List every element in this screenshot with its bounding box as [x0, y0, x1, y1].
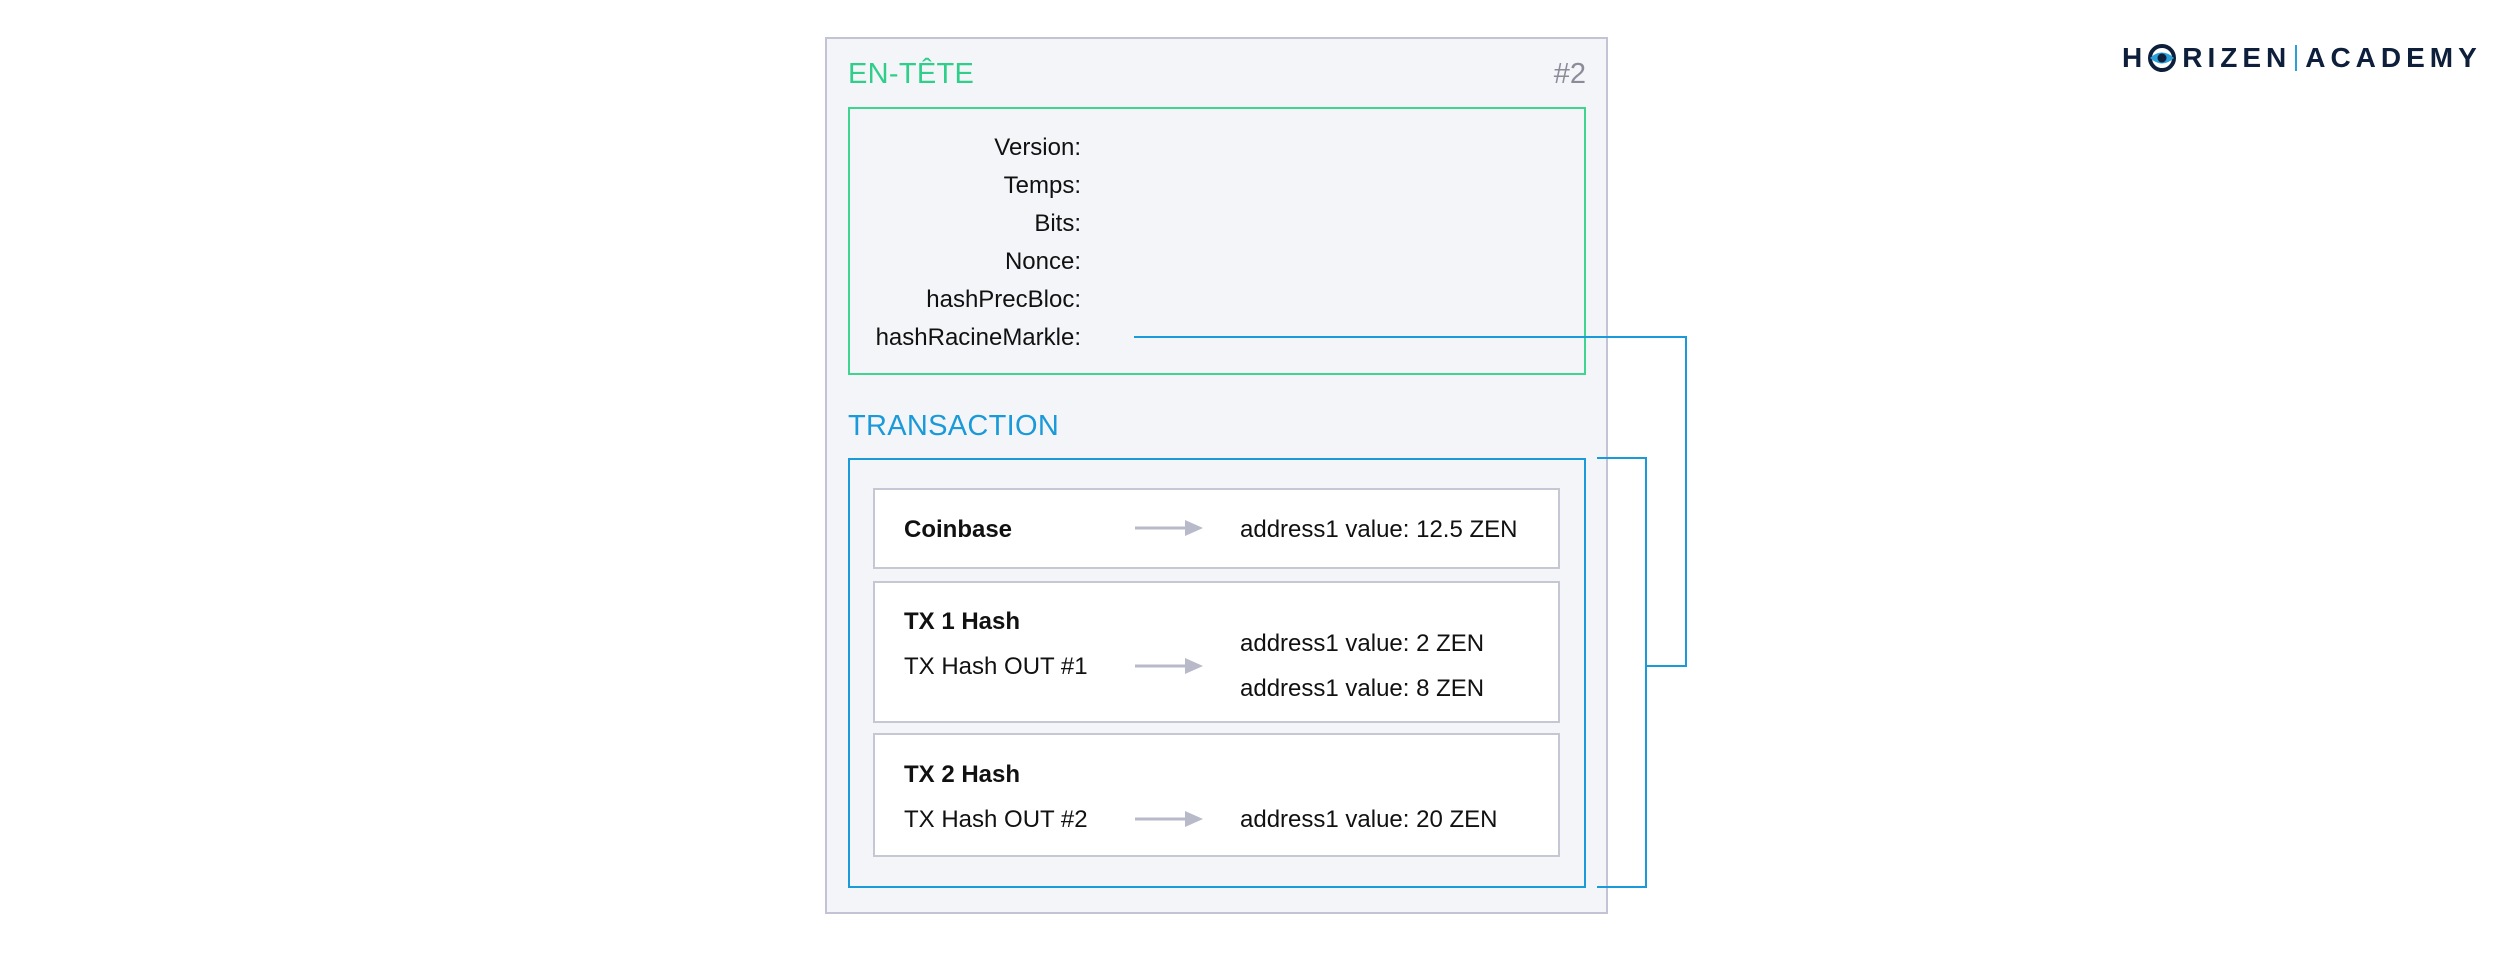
header-section-title: EN-TÊTE [848, 58, 975, 90]
right-arrow-icon [1135, 811, 1203, 827]
logo-suffix: ACADEMY [2305, 42, 2482, 73]
header-field-list: Version: Temps: Bits: Nonce: hashPrecBlo… [848, 129, 1081, 357]
tx1-output-2: address1 value: 8 ZEN [1240, 675, 1485, 702]
tx2-output: address1 value: 20 ZEN [1240, 806, 1498, 833]
horizen-academy-logo: H RIZEN ACADEMY [2122, 40, 2482, 76]
tx2-input: TX Hash OUT #2 [904, 806, 1088, 833]
header-field-prev-block-hash: hashPrecBloc: [926, 286, 1081, 313]
logo-letters-rizen: RIZEN [2182, 42, 2292, 73]
tx2-transaction-card [873, 733, 1560, 857]
header-field-version: Version: [994, 134, 1081, 161]
header-field-nonce: Nonce: [1004, 248, 1081, 275]
logo-letter-h: H [2122, 42, 2148, 73]
tx1-output-1: address1 value: 2 ZEN [1240, 630, 1485, 657]
coinbase-output: address1 value: 12.5 ZEN [1240, 516, 1518, 543]
tx2-title: TX 2 Hash [904, 761, 1021, 788]
header-field-merkle-root-hash: hashRacineMarkle: [875, 324, 1081, 351]
horizen-eye-icon [2148, 44, 2177, 72]
transaction-section-title: TRANSACTION [848, 410, 1060, 442]
coinbase-label: Coinbase [904, 516, 1013, 543]
right-arrow-icon [1135, 520, 1203, 536]
block-number: #2 [1553, 58, 1586, 90]
right-arrow-icon [1135, 658, 1203, 674]
header-field-bits: Bits: [1034, 210, 1081, 237]
tx1-input: TX Hash OUT #1 [904, 653, 1088, 680]
header-field-time: Temps: [1003, 172, 1081, 199]
logo-separator [2295, 45, 2298, 71]
tx1-title: TX 1 Hash [904, 608, 1021, 635]
